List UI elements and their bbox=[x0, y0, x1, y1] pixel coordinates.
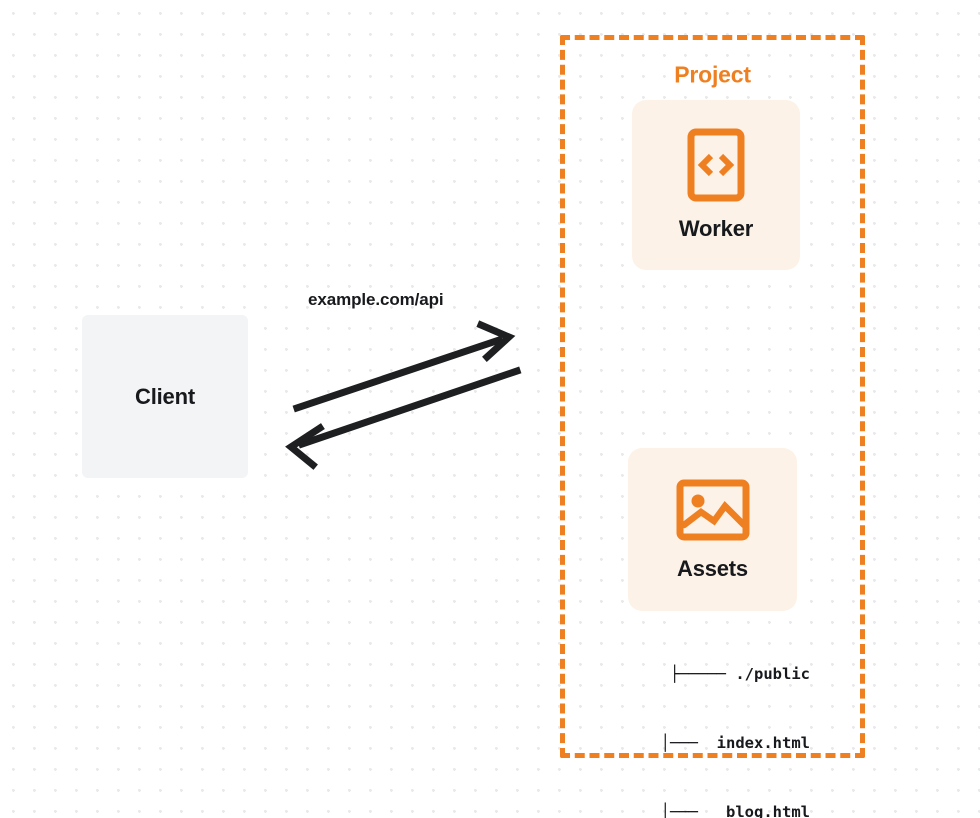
tree-row: ├───── ./public bbox=[670, 665, 810, 683]
client-node[interactable]: Client bbox=[82, 315, 248, 478]
tree-row: │─── index.html bbox=[604, 734, 810, 752]
request-arrow bbox=[292, 320, 516, 413]
tree-row: │─── blog.html bbox=[604, 803, 810, 818]
image-icon bbox=[676, 478, 750, 542]
response-arrow bbox=[285, 366, 522, 470]
connection-label: example.com/api bbox=[308, 290, 444, 309]
project-title: Project bbox=[667, 63, 758, 87]
client-node-label: Client bbox=[135, 383, 195, 409]
assets-node[interactable]: Assets bbox=[628, 448, 797, 611]
project-container: Project bbox=[560, 35, 865, 758]
worker-node[interactable]: Worker bbox=[632, 100, 800, 270]
code-brackets-icon bbox=[687, 128, 745, 202]
assets-file-tree: ├───── ./public │─── index.html │─── blo… bbox=[600, 617, 810, 818]
assets-node-label: Assets bbox=[677, 555, 748, 581]
worker-node-label: Worker bbox=[678, 216, 754, 241]
